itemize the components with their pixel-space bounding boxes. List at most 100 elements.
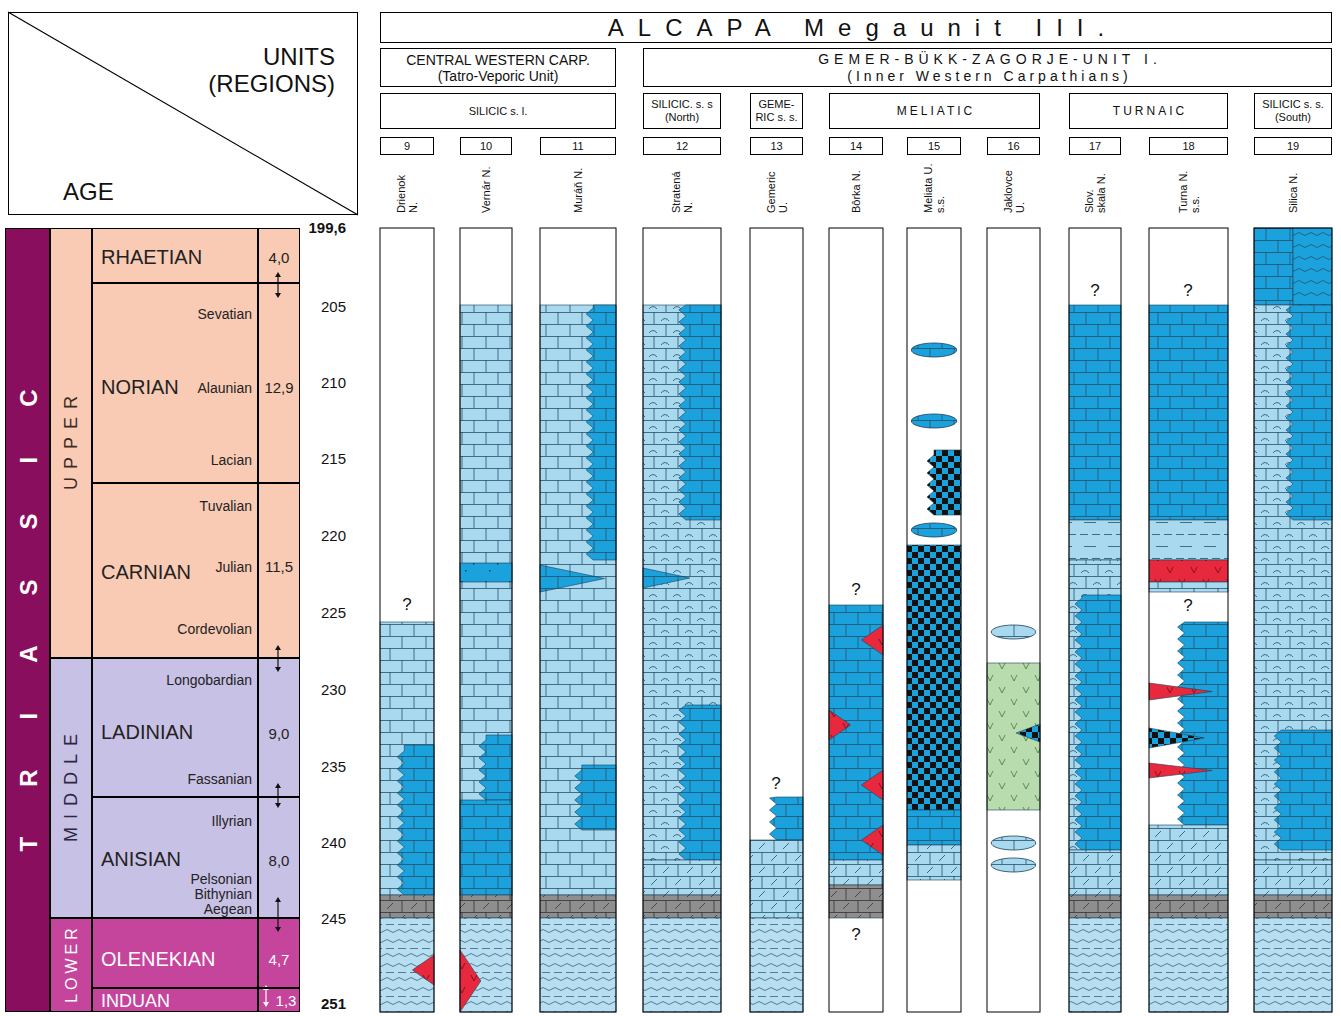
- lithology-layer: [1254, 860, 1332, 895]
- unknown-mark: ?: [846, 580, 866, 600]
- substage-name: Sevatian: [198, 307, 252, 322]
- lithology-layer: [1069, 850, 1121, 895]
- duration-value: 9,0: [259, 725, 299, 743]
- lithology-layer: [1069, 305, 1121, 520]
- lithology-layer: [1254, 305, 1332, 860]
- region-header: GEME- RIC s. s.: [750, 93, 803, 129]
- duration-cell: 1,3: [258, 988, 300, 1012]
- lithology-lens: [911, 414, 956, 428]
- unit-name: Gemeric U.: [765, 163, 789, 213]
- age-tick: 235: [321, 758, 346, 776]
- age-band-fill: [258, 658, 300, 797]
- stage-band: INDUAN: [92, 988, 258, 1012]
- lithology-wedge: [829, 710, 851, 740]
- lithology-wedge: [1286, 305, 1332, 520]
- age-band-fill: [92, 483, 258, 658]
- unit-name: Slov. skala N.: [1083, 163, 1107, 213]
- lithology-lens: [991, 836, 1036, 850]
- column-number: 12: [643, 137, 721, 155]
- arrow-head: [275, 803, 281, 808]
- callout-number: 13: [770, 140, 782, 153]
- unit-name: Silica N.: [1287, 163, 1299, 213]
- age-band-fill: [92, 658, 258, 797]
- arrow-head: [263, 1002, 269, 1007]
- lithology-layer: [540, 918, 616, 1012]
- header-text: SILICIC. s. s (North): [646, 98, 718, 124]
- region-header: MELIATIC: [829, 93, 1040, 129]
- lithology-layer: [1069, 560, 1121, 850]
- stage-name: ANISIAN: [101, 848, 181, 870]
- column-outline: [1069, 228, 1121, 1012]
- callout-number: 9: [404, 140, 410, 153]
- lithology-layer: [750, 918, 803, 1012]
- double-arrow-shaft: [265, 989, 266, 1003]
- stage-name: LADINIAN: [101, 721, 193, 743]
- double-arrow-shaft: [277, 276, 278, 294]
- series-name: LOWER: [62, 924, 81, 1007]
- age-tick: 215: [321, 450, 346, 468]
- lithology-wedge: [1274, 730, 1332, 850]
- column-number: 11: [540, 137, 616, 155]
- column-outline: [380, 228, 434, 1012]
- header-text: MELIATIC: [894, 105, 975, 118]
- column-ground: [907, 228, 961, 1012]
- age-tick: 199,6: [308, 219, 346, 237]
- lithology-layer: [987, 663, 1040, 810]
- lithology-layer: [829, 860, 883, 885]
- header-text: AGE: [63, 178, 114, 205]
- region-header: TURNAIC: [1069, 93, 1228, 129]
- lithology-wedge: [397, 745, 434, 895]
- substage-name: Bithynian: [194, 887, 252, 902]
- region-header: SILICIC. s. s (North): [643, 93, 721, 129]
- unknown-mark: ?: [1178, 596, 1198, 616]
- lithology-layer: [1254, 228, 1293, 305]
- age-tick: 205: [321, 298, 346, 316]
- substage-name: Cordevolian: [177, 622, 252, 637]
- lithology-layer: [380, 918, 434, 1012]
- substage-name: Aegean: [204, 902, 252, 917]
- unit-name: Vernár N.: [480, 163, 492, 213]
- series-band: UPPER: [50, 228, 92, 658]
- stratigraphic-columns: [380, 228, 1332, 1012]
- column-number: 16: [987, 137, 1040, 155]
- corner-diagonal: [8, 12, 358, 215]
- unknown-mark: ?: [397, 595, 417, 615]
- lithology-layer: [1069, 918, 1121, 1012]
- lithology-wedge: [479, 735, 512, 800]
- age-tick: 251: [321, 995, 346, 1013]
- age-scale: [5, 228, 300, 1012]
- lithology-layer: [1254, 918, 1332, 1012]
- lithology-lens: [911, 523, 956, 537]
- duration-cell: 4,0: [258, 228, 300, 283]
- lithology-wedge: [1149, 763, 1212, 778]
- age-band-fill: [5, 228, 50, 1012]
- stage-name: CARNIAN: [101, 561, 191, 583]
- duration-cell: 11,5: [258, 483, 300, 658]
- lithology-layer: [380, 895, 434, 918]
- column-outline: [907, 228, 961, 1012]
- lithology-layer: [829, 605, 883, 860]
- age-band-fill: [92, 283, 258, 483]
- age-band-fill: [258, 797, 300, 918]
- duration-cell: 9,0: [258, 658, 300, 797]
- double-arrow-shaft: [277, 787, 278, 804]
- age-band-fill: [258, 283, 300, 483]
- substage-name: Fassanian: [187, 772, 252, 787]
- system-name: TRIASSIC: [13, 339, 42, 901]
- unit-name: Turna N. s.s.: [1177, 163, 1201, 213]
- lithology-layer: [1149, 895, 1228, 918]
- age-tick: 225: [321, 604, 346, 622]
- lithology-layer: [643, 305, 721, 860]
- column-ground: [643, 228, 721, 1012]
- lithology-layer: [460, 895, 512, 918]
- age-band-fill: [92, 988, 258, 1012]
- column-number: 13: [750, 137, 803, 155]
- unit-name: Drienok N.: [395, 163, 419, 213]
- column-number: 18: [1149, 137, 1228, 155]
- unknown-mark: ?: [1085, 281, 1105, 301]
- substage-name: Tuvalian: [200, 499, 252, 514]
- lithology-layer: [643, 860, 721, 895]
- duration-value: 4,7: [259, 951, 299, 969]
- series-name: MIDDLE: [60, 726, 82, 850]
- column-ground: [1069, 228, 1121, 1012]
